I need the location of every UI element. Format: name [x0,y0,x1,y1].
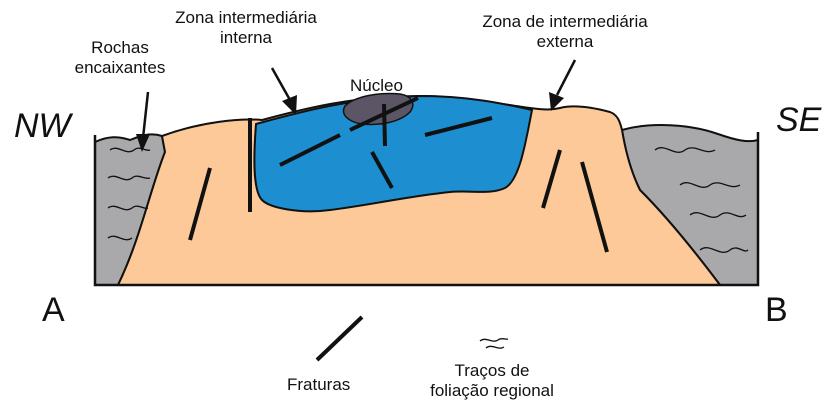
label-core: Núcleo [350,76,403,96]
legend-fracture-symbol [317,317,362,360]
label-host-rocks: Rochas encaixantes [60,38,180,78]
legend-foliation-label: Traços de foliação regional [407,361,577,401]
legend-foliation-symbol [480,339,508,349]
section-end-a: A [42,292,65,328]
orientation-se: SE [776,102,821,138]
section-end-b: B [765,292,788,328]
label-outer-intermediate-zone: Zona de intermediária externa [470,12,660,52]
fracture-5 [384,104,385,146]
orientation-nw: NW [14,108,71,144]
label-inner-intermediate-zone: Zona intermediária interna [166,8,326,48]
legend-fractures-label: Fraturas [287,375,350,395]
